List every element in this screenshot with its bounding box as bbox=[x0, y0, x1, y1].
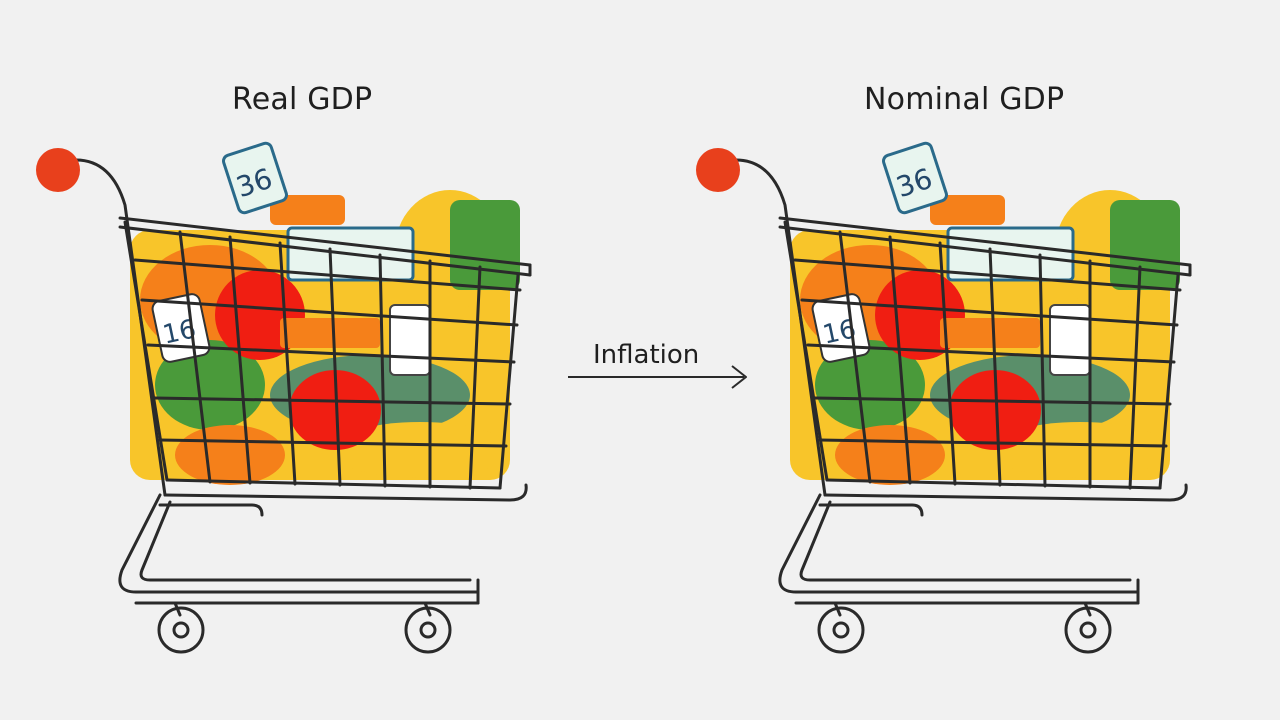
cart-produce: 36 16 bbox=[790, 141, 1180, 485]
real-gdp-cart-icon: 36 16 bbox=[36, 141, 532, 654]
nominal-gdp-cart-icon: 36 16 bbox=[696, 141, 1192, 654]
cart-frame bbox=[74, 158, 532, 654]
cart-handle-knob bbox=[36, 148, 80, 192]
cart-frame bbox=[734, 158, 1192, 654]
cart-handle-knob bbox=[696, 148, 740, 192]
nominal-gdp-title: Nominal GDP bbox=[864, 82, 1065, 117]
real-gdp-title: Real GDP bbox=[232, 82, 373, 117]
cart-produce: 36 16 bbox=[130, 141, 520, 485]
right-arrow-icon bbox=[568, 365, 747, 389]
inflation-label: Inflation bbox=[593, 340, 700, 370]
